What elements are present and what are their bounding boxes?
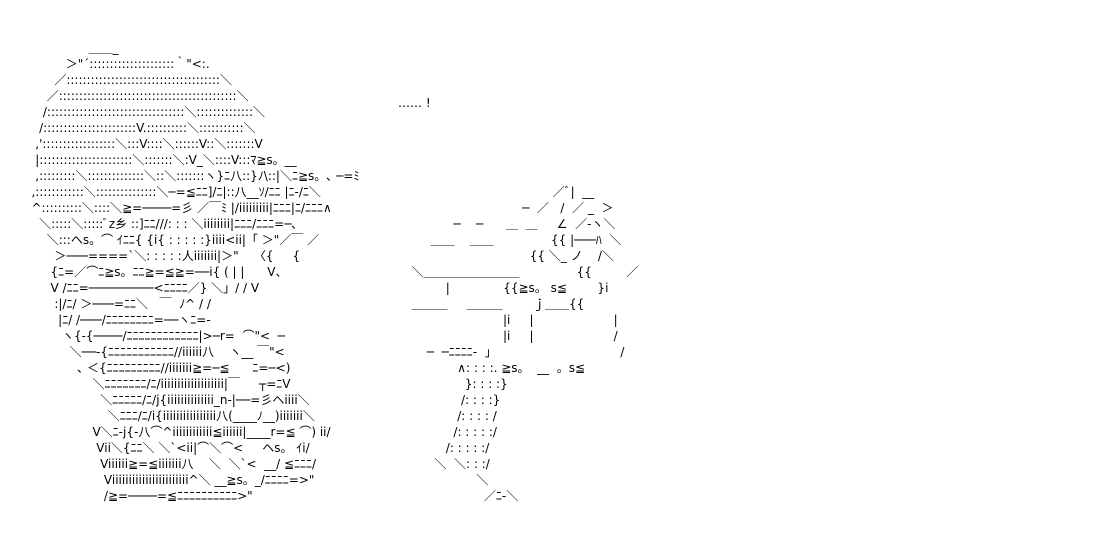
art-line: |ﾆ/ /───/ﾆﾆﾆﾆﾆﾆﾆﾆ=──ヽﾆ=- <box>20 313 211 327</box>
art-line: ＼:::::＼:::::ﾞz乡 ::]ﾆﾆ///: : : ＼iiiiiiii|… <box>20 217 298 231</box>
art-line: ／ﾞ| __ <box>400 185 595 199</box>
art-line: |i | / <box>400 329 618 343</box>
speech-text: …… ! <box>398 96 431 110</box>
art-line: | {{≧s。 s≦ }i <box>400 281 609 295</box>
art-line: ＼ﾆﾆﾆﾆﾆ/ﾆ/j{iiiiiiiiiiiiii_n-|──=彡ヘiiii＼ <box>20 393 310 407</box>
art-line: {ﾆ=／⌒ﾆ≧s。ﾆﾆ≧=≦≧=──i{ ( | | V、 <box>20 265 288 279</box>
art-line: /::::::::::::::::::::::::::::::::::＼::::… <box>20 105 265 119</box>
art-line: :|/ﾆ/ ＞───=ﾆﾆ＼ ￣ ﾉ^ / / <box>20 297 211 311</box>
ascii-art-figure: ＿＿_ ＞"´:::::::::::::::::::::｀"<:. ／:::::… <box>20 40 359 504</box>
art-line: /: : : : :/ <box>400 441 490 455</box>
art-line: ＼ ＼: : :/ <box>400 457 490 471</box>
art-line: ＿＿_ <box>20 41 119 55</box>
art-line: ─ ─ ＿ ＿ ∠ ／-ヽ＼ <box>400 217 616 231</box>
art-line: Vii＼{ﾆﾆ＼ ＼`<ii|⌒＼⌒< ヘs。 ｲi/ <box>20 441 310 455</box>
art-line: V /ﾆﾆ=─────────<ﾆﾆﾆﾆ／} ＼」/ / V <box>20 281 260 295</box>
art-line: ＼＿＿＿＿＿＿＿＿ {{ ／ <box>400 265 639 279</box>
art-line: |i | | <box>400 313 618 327</box>
art-line: ∧: : : :. ≧s。 __ 。s≦ <box>400 361 586 375</box>
art-line: V＼ﾆ-j{-八⌒^iiiiiiiiiiii≦iiiiii|____r=≦ ⌒)… <box>20 425 331 439</box>
art-line: ヽ{-{────/ﾆﾆﾆﾆﾆﾆﾆﾆﾆﾆﾆﾆ|>─r= ⌒"< ─ <box>20 329 285 343</box>
art-line: ＞"´:::::::::::::::::::::｀"<:. <box>20 57 210 71</box>
art-line: {{ ＼_ ノ /＼ <box>400 249 614 263</box>
art-line: ─ ─ﾆﾆﾆﾆ- ｣ / <box>400 345 625 359</box>
art-line: ＼:::ヘs。⌒ ｲﾆﾆ{ {i{ : : : : :}iiii<ii|「 ＞"… <box>20 233 320 247</box>
art-line: ／ﾆ-＼ <box>400 489 519 503</box>
art-line: ─ ／ / ／ _ ＞ <box>400 201 614 215</box>
art-line: }: : : :} <box>400 377 508 391</box>
art-line: |:::::::::::::::::::::::＼:::::::＼:V_＼:::… <box>20 153 297 167</box>
art-line: ＞───====`＼: : : : :人iiiiiii|＞" 〈{ { <box>20 249 301 263</box>
art-line: /: : : :} <box>400 393 501 407</box>
art-line: ,'::::::::::::::::::＼:::V::::＼::::::V::＼… <box>20 137 263 151</box>
art-line: /≧=────=≦ﾆﾆﾆﾆﾆﾆﾆﾆﾆﾆ>" <box>20 489 253 503</box>
art-line: ,::::::::::::＼:::::::::::::::＼─=≦ﾆﾆ]/ﾆ|:… <box>20 185 321 199</box>
art-line: ＿＿＿ ＿＿＿ ｊ＿＿{{ <box>400 297 585 311</box>
art-line: ／::::::::::::::::::::::::::::::::::::::＼ <box>20 73 232 87</box>
ascii-art-cup: ／ﾞ| __ ─ ／ / ／ _ ＞ ─ ─ ＿ ＿ ∠ ／-ヽ＼ ＿＿ ＿＿ … <box>400 184 638 504</box>
art-line: ＼ <box>400 473 489 487</box>
art-line: ＿＿ ＿＿ {{ |───ﾊ ＼ <box>400 233 622 247</box>
art-line: /: : : : :/ <box>400 425 497 439</box>
art-line: Viiiiii≧=≦iiiiiii八 ＼ ＼`< __/ ≦ﾆﾆﾆ/ <box>20 457 317 471</box>
art-line: ＼ﾆﾆﾆ/ﾆ/i{iiiiiiiiiiiiiiii八(____ﾉ__)iiiii… <box>20 409 315 423</box>
art-line: ＼──-{ﾆﾆﾆﾆﾆﾆﾆﾆﾆﾆﾆ//iiiiii八 ヽ__ ￣"< <box>20 345 285 359</box>
art-line: /: : : : / <box>400 409 497 423</box>
art-line: ,:::::::::＼::::::::::::::＼::＼:::::::ヽ}ﾆ八… <box>20 169 360 183</box>
art-line: ､ ＜{ﾆﾆﾆﾆﾆﾆﾆﾆﾆ//iiiiiii≧=─≦ ﾆ=─<) <box>20 361 291 375</box>
art-line: ／:::::::::::::::::::::::::::::::::::::::… <box>20 89 249 103</box>
art-line: /:::::::::::::::::::::::V.::::::::::＼:::… <box>20 121 256 135</box>
art-line: ＼ﾆﾆﾆﾆﾆﾆﾆ/ﾆ/iiiiiiiiiiiiiiiiiii|￣ ┬=ﾆV <box>20 377 291 391</box>
art-line: ^::::::::::＼::::＼≧=────=彡 ／￣ﾐ |/iiiiiiii… <box>20 201 332 215</box>
art-line: Viiiiiiiiiiiiiiiiiiiiiii^＼ __≧s。_/ﾆﾆﾆﾆ=>… <box>20 473 315 487</box>
